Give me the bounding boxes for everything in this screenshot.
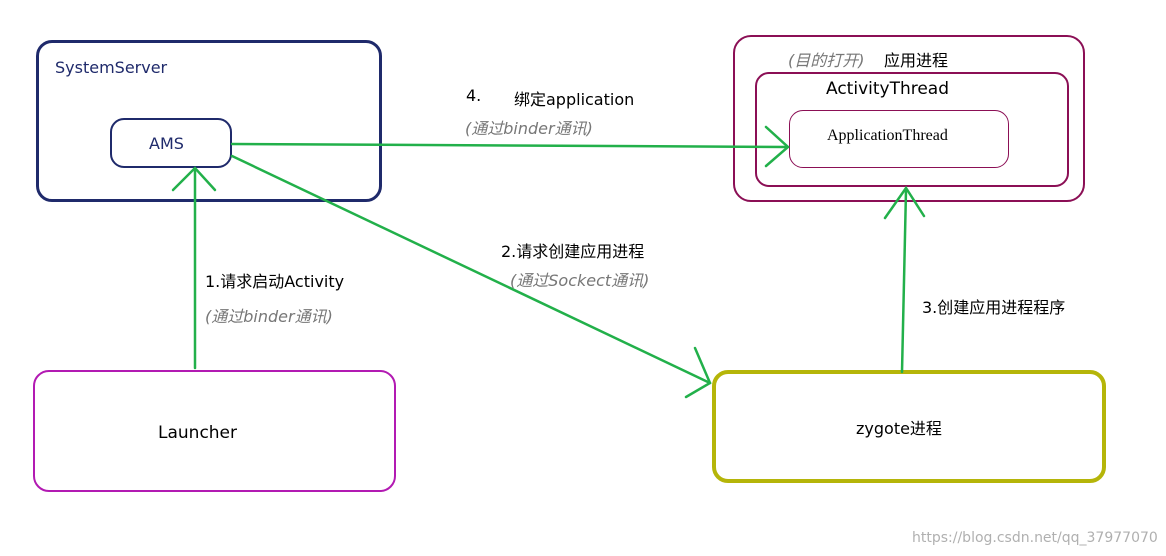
step1-note: (通过binder通讯)	[205, 307, 333, 326]
step4-number: 4.	[466, 86, 482, 105]
step3-label: 3.创建应用进程程序	[922, 298, 1066, 317]
activity-thread-box	[755, 72, 1069, 187]
ams-label: AMS	[149, 134, 184, 153]
arrowhead-zygote-to-activity-thread	[883, 185, 926, 220]
launcher-label: Launcher	[158, 423, 238, 443]
launcher-box	[33, 370, 396, 492]
system-server-box	[36, 40, 382, 202]
activity-thread-label: ActivityThread	[826, 79, 950, 99]
zygote-box	[712, 370, 1106, 483]
zygote-label: zygote进程	[856, 419, 942, 438]
arrowhead-ams-to-application-thread	[764, 125, 790, 168]
step4-note: (通过binder通讯)	[465, 119, 593, 138]
watermark-text: https://blog.csdn.net/qq_37977070	[912, 530, 1158, 546]
arrow-ams-to-zygote	[230, 154, 712, 385]
ams-box	[110, 118, 232, 168]
step4-label: 绑定application	[514, 90, 635, 109]
step2-label: 2.请求创建应用进程	[501, 242, 645, 261]
arrow-zygote-to-activity-thread	[900, 188, 908, 374]
app-process-label: 应用进程	[884, 51, 949, 70]
arrowhead-launcher-to-ams	[171, 166, 217, 192]
app-process-note: (目的打开)	[788, 51, 865, 70]
step2-note: (通过Sockect通讯)	[510, 271, 650, 290]
arrowhead-ams-to-zygote	[684, 346, 712, 399]
system-server-label: SystemServer	[55, 58, 168, 77]
application-thread-box	[789, 110, 1009, 168]
application-thread-label: ApplicationThread	[827, 127, 948, 144]
app-process-box	[733, 35, 1085, 202]
arrow-ams-to-application-thread	[230, 142, 790, 149]
step1-label: 1.请求启动Activity	[205, 272, 345, 291]
